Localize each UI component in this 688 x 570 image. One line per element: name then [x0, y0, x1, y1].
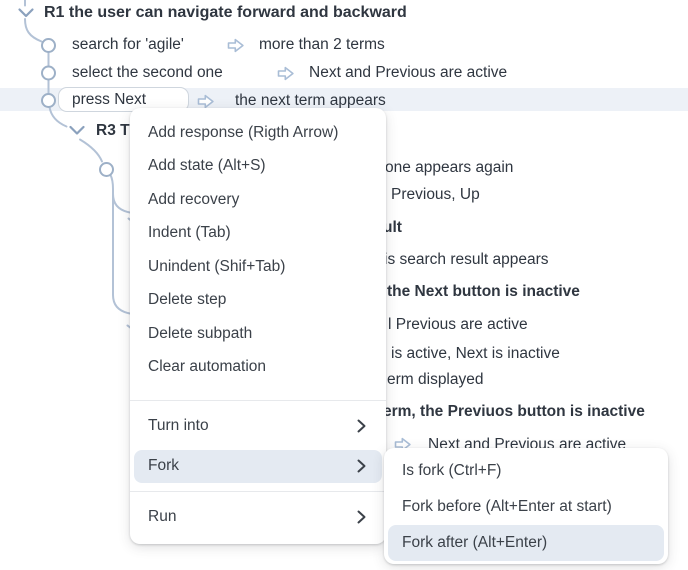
chevron-right-icon [357, 510, 366, 524]
row-fragment[interactable]: is search result appears [384, 251, 549, 268]
row-fragment[interactable]: l Previous are active [388, 316, 528, 333]
row-fragment[interactable]: Previous, Up [391, 186, 480, 203]
selected-step-box[interactable]: press Next [58, 87, 189, 112]
response-arrow-icon [197, 94, 214, 109]
menu-divider [130, 400, 386, 401]
menu-item-label: Add recovery [148, 190, 240, 208]
tree-line [79, 138, 103, 163]
step-label[interactable]: select the second one [72, 64, 223, 81]
menu-item-unindent[interactable]: Unindent (Shif+Tab) [130, 250, 386, 284]
submenu-item-is-fork[interactable]: Is fork (Ctrl+F) [384, 453, 668, 489]
row-fragment[interactable]: is active, Next is inactive [391, 345, 560, 362]
menu-item-indent[interactable]: Indent (Tab) [130, 217, 386, 251]
chevron-right-icon [357, 459, 366, 473]
menu-item-label: Add state (Alt+S) [148, 157, 266, 175]
response-label[interactable]: more than 2 terms [259, 36, 385, 53]
submenu-item-fork-before[interactable]: Fork before (Alt+Enter at start) [384, 489, 668, 525]
tree-line [24, 18, 43, 43]
node-circle-icon[interactable] [41, 38, 56, 53]
menu-item-add-response[interactable]: Add response (Rigth Arrow) [130, 116, 386, 150]
row-fragment[interactable]: the Next button is inactive [387, 283, 580, 300]
chevron-right-icon [357, 419, 366, 433]
response-arrow-icon [227, 38, 244, 53]
step-label: press Next [72, 90, 147, 108]
menu-item-delete-step[interactable]: Delete step [130, 284, 386, 318]
context-menu: Add response (Rigth Arrow) Add state (Al… [130, 108, 386, 544]
menu-item-label: Fork before (Alt+Enter at start) [402, 498, 612, 515]
menu-item-label: Unindent (Shif+Tab) [148, 257, 286, 275]
step-label[interactable]: search for 'agile' [72, 36, 184, 53]
chevron-down-icon[interactable] [69, 125, 85, 135]
menu-item-turn-into[interactable]: Turn into [130, 409, 386, 443]
menu-item-label: Add response (Rigth Arrow) [148, 123, 339, 141]
requirement-title[interactable]: R3 T [96, 122, 130, 139]
row-fragment[interactable]: erm, the Previuos button is inactive [383, 403, 645, 420]
row-fragment[interactable]: ult [383, 219, 402, 236]
menu-item-label: Fork [148, 457, 179, 475]
chevron-down-icon[interactable] [18, 8, 34, 18]
menu-item-add-recovery[interactable]: Add recovery [130, 183, 386, 217]
menu-item-label: Clear automation [148, 358, 267, 376]
requirement-title[interactable]: R1 the user can navigate forward and bac… [44, 4, 407, 21]
response-arrow-icon [277, 66, 294, 81]
menu-item-fork[interactable]: Fork [134, 449, 382, 483]
response-arrow-icon [394, 437, 411, 452]
menu-item-label: Delete step [148, 291, 227, 309]
menu-divider [130, 491, 386, 492]
response-label[interactable]: the next term appears [235, 92, 386, 109]
submenu-item-fork-after[interactable]: Fork after (Alt+Enter) [388, 525, 664, 561]
menu-item-delete-subpath[interactable]: Delete subpath [130, 317, 386, 351]
menu-item-run[interactable]: Run [130, 500, 386, 534]
response-label[interactable]: Next and Previous are active [309, 64, 508, 81]
menu-item-label: Indent (Tab) [148, 224, 231, 242]
node-circle-icon[interactable] [41, 65, 56, 81]
menu-item-label: Run [148, 507, 177, 525]
node-circle-icon[interactable] [99, 162, 114, 177]
menu-item-add-state[interactable]: Add state (Alt+S) [130, 150, 386, 184]
menu-item-label: Turn into [148, 416, 209, 434]
row-fragment[interactable]: one appears again [385, 159, 514, 176]
row-fragment[interactable]: erm displayed [387, 371, 484, 388]
fork-submenu: Is fork (Ctrl+F) Fork before (Alt+Enter … [384, 448, 668, 564]
menu-item-clear-automation[interactable]: Clear automation [130, 351, 386, 385]
menu-item-label: Is fork (Ctrl+F) [402, 462, 502, 479]
menu-item-label: Fork after (Alt+Enter) [402, 534, 548, 551]
menu-item-label: Delete subpath [148, 324, 253, 342]
